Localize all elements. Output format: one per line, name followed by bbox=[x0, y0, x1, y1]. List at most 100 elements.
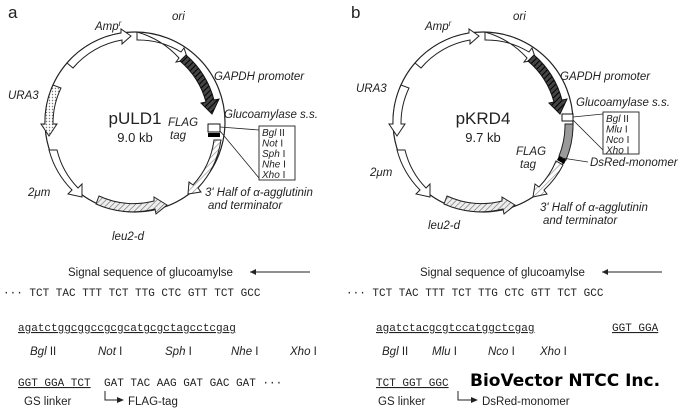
dna-top-b: ··· TCT TAC TTT TCT TTG CTC GTT TCT GCC bbox=[346, 288, 604, 300]
watermark: BioVector NTCC Inc. bbox=[470, 371, 660, 391]
leader-b-1 bbox=[572, 113, 604, 118]
dsred-arrowhead-b bbox=[471, 397, 478, 403]
signal-label-b: Signal sequence of glucoamylse bbox=[420, 267, 585, 279]
gapdh-label-a: GAPDH promoter bbox=[214, 71, 305, 83]
dsred-label-b: DsRed-monomer bbox=[590, 157, 679, 169]
mcs-seq-a: agatctggcggccgcgcatgcgctagcctcgag bbox=[18, 323, 236, 335]
dsred-gene-b bbox=[558, 123, 574, 161]
flag-tag-label-a: FLAG-tag bbox=[128, 396, 178, 408]
flag-band-a bbox=[208, 133, 220, 137]
sites-box-b bbox=[602, 111, 640, 155]
mcs-tail-b: GGT GGA bbox=[612, 323, 659, 335]
signal-arrowhead-b bbox=[602, 269, 608, 275]
glucoamylase-box-a bbox=[207, 123, 221, 133]
mcs-site-a-4: Xho I bbox=[289, 346, 317, 358]
site-b-3: Xho I bbox=[605, 146, 629, 157]
flag-arrow-a bbox=[104, 391, 118, 401]
two-micron-b bbox=[396, 149, 431, 198]
plasmid-a-size: 9.0 kb bbox=[117, 130, 152, 145]
flag-band-b bbox=[557, 156, 566, 164]
site-a-3: Nhe I bbox=[262, 160, 286, 171]
site-a-1: Not I bbox=[262, 139, 283, 150]
leu2d-label-b: leu2-d bbox=[428, 220, 461, 232]
panel-a-letter: a bbox=[8, 3, 18, 22]
two-micron-label-b: 2μm bbox=[369, 167, 393, 179]
leu2d-gene-a bbox=[95, 195, 168, 215]
dna-top-a: ··· TCT TAC TTT TCT TTG CTC GTT TCT GCC bbox=[3, 288, 261, 300]
glucoamylase-label-b: Glucoamylase s.s. bbox=[576, 97, 670, 109]
agglutinin-b bbox=[532, 160, 564, 198]
agglutinin-label-a-2: and terminator bbox=[208, 200, 283, 212]
gapdh-label-b: GAPDH promoter bbox=[560, 71, 651, 83]
ura3-gene-b bbox=[388, 84, 410, 137]
amp-gene-a bbox=[66, 28, 132, 69]
leader-b-2 bbox=[572, 119, 604, 151]
glucoamylase-box-b bbox=[561, 113, 574, 122]
linker-seq-b: TCT GGT GGC bbox=[376, 378, 449, 390]
mcs-site-a-0: Bgl II bbox=[30, 346, 56, 358]
agglutinin-a bbox=[187, 139, 222, 195]
two-micron-label-a: 2μm bbox=[27, 187, 51, 199]
gapdh-promoter-b bbox=[527, 54, 568, 115]
ura3-label-b: URA3 bbox=[356, 83, 387, 95]
linker-seq-a: GGT GGA TCT bbox=[18, 378, 91, 390]
flag-arrowhead-a bbox=[117, 397, 124, 403]
mcs-site-b-0: Bgl II bbox=[382, 346, 408, 358]
site-a-0: Bgl II bbox=[262, 128, 285, 139]
glucoamylase-label-a: Glucoamylase s.s. bbox=[224, 109, 318, 121]
panel-b-letter: b bbox=[351, 3, 360, 22]
ori-label-b: ori bbox=[513, 11, 526, 23]
ura3-label-a: URA3 bbox=[8, 90, 39, 102]
amp-label-a: Ampr bbox=[94, 19, 122, 34]
mcs-site-b-1: Mlu I bbox=[432, 346, 457, 358]
plasmid-a-name: pULD1 bbox=[109, 109, 162, 128]
site-a-2: Sph I bbox=[262, 149, 285, 160]
flag-label-a-1: FLAG bbox=[168, 117, 198, 129]
gs-linker-label-b: GS linker bbox=[378, 396, 425, 408]
leu2d-gene-b bbox=[443, 195, 516, 215]
plasmid-b-name: pKRD4 bbox=[456, 109, 511, 128]
signal-arrowhead-a bbox=[250, 269, 256, 275]
watermark-backdrop bbox=[466, 368, 676, 392]
leader-a-1 bbox=[219, 126, 260, 131]
dsred-arrow-b bbox=[457, 391, 472, 401]
mcs-sites-b: Bgl II Mlu I Nco I Xho I bbox=[382, 346, 567, 358]
mcs-site-a-1: Not I bbox=[98, 346, 122, 358]
agglutinin-label-b-1: 3' Half of α-agglutinin bbox=[540, 202, 648, 214]
site-b-2: Nco I bbox=[606, 135, 629, 146]
site-b-1: Mlu I bbox=[606, 125, 628, 136]
agglutinin-label-b-2: and terminator bbox=[543, 215, 618, 227]
two-micron-a bbox=[48, 149, 83, 198]
flag-label-a-2: tag bbox=[170, 130, 187, 142]
mcs-seq-b: agatctacgcgtccatggctcgag bbox=[376, 323, 534, 335]
flag-label-b-1: FLAG bbox=[516, 146, 546, 158]
signal-label-a: Signal sequence of glucoamylse bbox=[68, 267, 233, 279]
site-b-0: Bgl II bbox=[606, 114, 629, 125]
sites-box-a bbox=[258, 125, 296, 181]
gapdh-promoter-a bbox=[179, 54, 220, 115]
ura3-gene-a bbox=[40, 84, 62, 137]
plasmid-b-size: 9.7 kb bbox=[465, 130, 500, 145]
leu2d-label-a: leu2-d bbox=[112, 231, 145, 243]
gs-linker-label-a: GS linker bbox=[24, 396, 71, 408]
mcs-sites-a: Bgl II Not I Sph I Nhe I Xho I bbox=[30, 346, 317, 358]
amp-gene-b bbox=[414, 28, 480, 69]
site-a-4: Xho I bbox=[261, 170, 285, 181]
amp-label-b: Ampr bbox=[424, 19, 452, 34]
mcs-site-a-3: Nhe I bbox=[231, 346, 259, 358]
dsred-arrow-label-b: DsRed-monomer bbox=[482, 396, 570, 408]
flag-label-b-2: tag bbox=[520, 159, 537, 171]
ori-label-a: ori bbox=[172, 11, 185, 23]
panel-b: b pKRD4 9.7 kb Ampr ori GAPDH promoter G… bbox=[346, 3, 679, 408]
mcs-site-b-3: Xho I bbox=[539, 346, 567, 358]
mcs-site-a-2: Sph I bbox=[165, 346, 192, 358]
agglutinin-label-a-1: 3' Half of α-agglutinin bbox=[205, 187, 313, 199]
flag-seq-a: GAT TAC AAG GAT GAC GAT ··· bbox=[104, 378, 282, 390]
leader-b-dsred bbox=[561, 157, 589, 163]
panel-a: a pULD1 9.0 kb Ampr ori GAPDH promoter G… bbox=[3, 3, 318, 408]
leader-a-2 bbox=[219, 130, 260, 179]
mcs-site-b-2: Nco I bbox=[488, 346, 515, 358]
